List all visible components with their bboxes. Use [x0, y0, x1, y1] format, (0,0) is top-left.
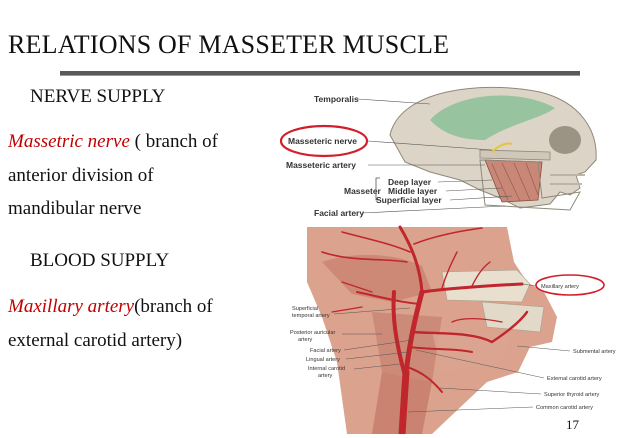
label-superficial-temporal-1: Superficial [292, 306, 318, 312]
label-posterior-auricular-2: artery [298, 337, 313, 343]
masseter-skull-figure: Temporalis Masseteric nerve Masseteric a… [280, 80, 610, 220]
nerve-line-2: anterior division of [8, 165, 154, 186]
label-masseter: Masseter [344, 186, 382, 196]
massetric-nerve-term: Massetric nerve [8, 131, 130, 152]
label-common-carotid-artery: Common carotid artery [536, 405, 593, 411]
label-superior-thyroid-artery: Superior thyroid artery [544, 392, 600, 398]
label-lingual-artery: Lingual artery [306, 357, 340, 363]
artery-tree [321, 225, 529, 434]
superior-thyroid-artery-vessel [406, 366, 443, 393]
label-masseteric-nerve: Masseteric nerve [288, 136, 357, 146]
nerve-line-1-rest: ( branch of [129, 131, 218, 152]
label-internal-carotid-1: Internal carotid [308, 366, 345, 372]
label-deep-layer: Deep layer [388, 177, 432, 187]
common-carotid-artery [398, 368, 410, 434]
highlight-ring-masseteric-nerve [280, 124, 369, 158]
label-masseteric-artery: Masseteric artery [286, 160, 356, 170]
blood-line-2: external carotid artery) [8, 330, 183, 351]
slide-title: RELATIONS OF MASSETER MUSCLE [8, 30, 450, 59]
highlight-ring-maxillary-artery [535, 274, 605, 296]
label-middle-layer: Middle layer [388, 186, 438, 196]
lingual-artery-vessel [408, 346, 473, 353]
page-number: 17 [566, 417, 579, 432]
temporalis-muscle [430, 95, 555, 140]
nerve-supply-heading: NERVE SUPPLY [30, 86, 166, 107]
nerve-line-3: mandibular nerve [8, 198, 142, 219]
label-facial-artery-bottom: Facial artery [310, 348, 341, 354]
label-internal-carotid-2: artery [318, 373, 333, 379]
facial-artery-vessel [410, 310, 529, 344]
label-submental-artery: Submental artery [573, 349, 616, 355]
mandible [479, 159, 581, 211]
superficial-temporal-artery-vessel [398, 225, 424, 294]
nerve-line-1: Massetric nerve ( branch of [8, 131, 218, 153]
label-superficial-temporal-2: temporal artery [292, 313, 330, 319]
posterior-auricular-artery-vessel [356, 291, 421, 305]
head-neck-arteries-figure: Maxillary artery Superficial temporal ar… [282, 222, 634, 434]
label-facial-artery-top: Facial artery [314, 208, 364, 218]
label-maxillary-artery: Maxillary artery [541, 284, 579, 290]
blood-line-1: Maxillary artery(branch of [8, 296, 213, 318]
title-divider [60, 71, 580, 76]
label-superficial-layer: Superficial layer [376, 195, 442, 205]
maxillary-artery-term: Maxillary artery [8, 296, 135, 317]
label-external-carotid-artery: External carotid artery [547, 376, 602, 382]
blood-line-1-rest: (branch of [134, 296, 213, 317]
label-posterior-auricular-1: Posterior auricular [290, 330, 336, 336]
zygomatic-arch [479, 149, 551, 161]
blood-supply-heading: BLOOD SUPPLY [30, 250, 170, 271]
orbit [549, 126, 581, 154]
maxillary-artery-vessel [420, 282, 524, 294]
masseteric-nerve-line [491, 142, 513, 153]
label-temporalis: Temporalis [314, 94, 359, 104]
